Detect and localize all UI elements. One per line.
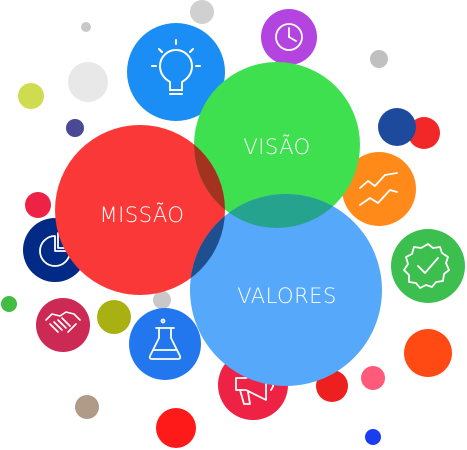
flask-icon [148,318,182,360]
visao-label: VISÃO [243,134,310,159]
handshake-icon [45,311,81,333]
dot [153,291,171,309]
dot [68,62,108,102]
dot [156,408,196,448]
trend-chart-icon [359,172,398,206]
clock-bubble [261,9,317,65]
missao-circle [55,125,225,295]
dot [75,395,99,419]
trend-chart-bubble [342,152,416,226]
dot [1,296,17,312]
valores-circle [190,194,382,386]
dot [361,366,385,390]
handshake-bubble [36,298,90,352]
venn-diagram: MISSÃO VISÃO VALORES [55,62,382,386]
check-badge-icon [403,243,450,289]
lightbulb-bubble [127,23,225,121]
clock-icon [275,23,303,51]
check-badge-bubble [391,229,465,303]
dot [25,192,51,218]
missao-label: MISSÃO [100,202,185,227]
flask-bubble [129,308,201,380]
valores-label: VALORES [237,284,337,308]
icon-bubbles [23,9,465,420]
lightbulb-icon [151,39,201,95]
dot [370,50,388,68]
dot [66,119,84,137]
dot [408,117,440,149]
decorative-dots [1,0,452,448]
visao-circle [194,62,360,228]
dot [190,0,214,24]
dot [378,108,416,146]
dot [404,329,452,377]
dot [81,22,91,32]
dot [18,83,44,109]
dot [97,300,131,334]
dot [365,429,381,445]
